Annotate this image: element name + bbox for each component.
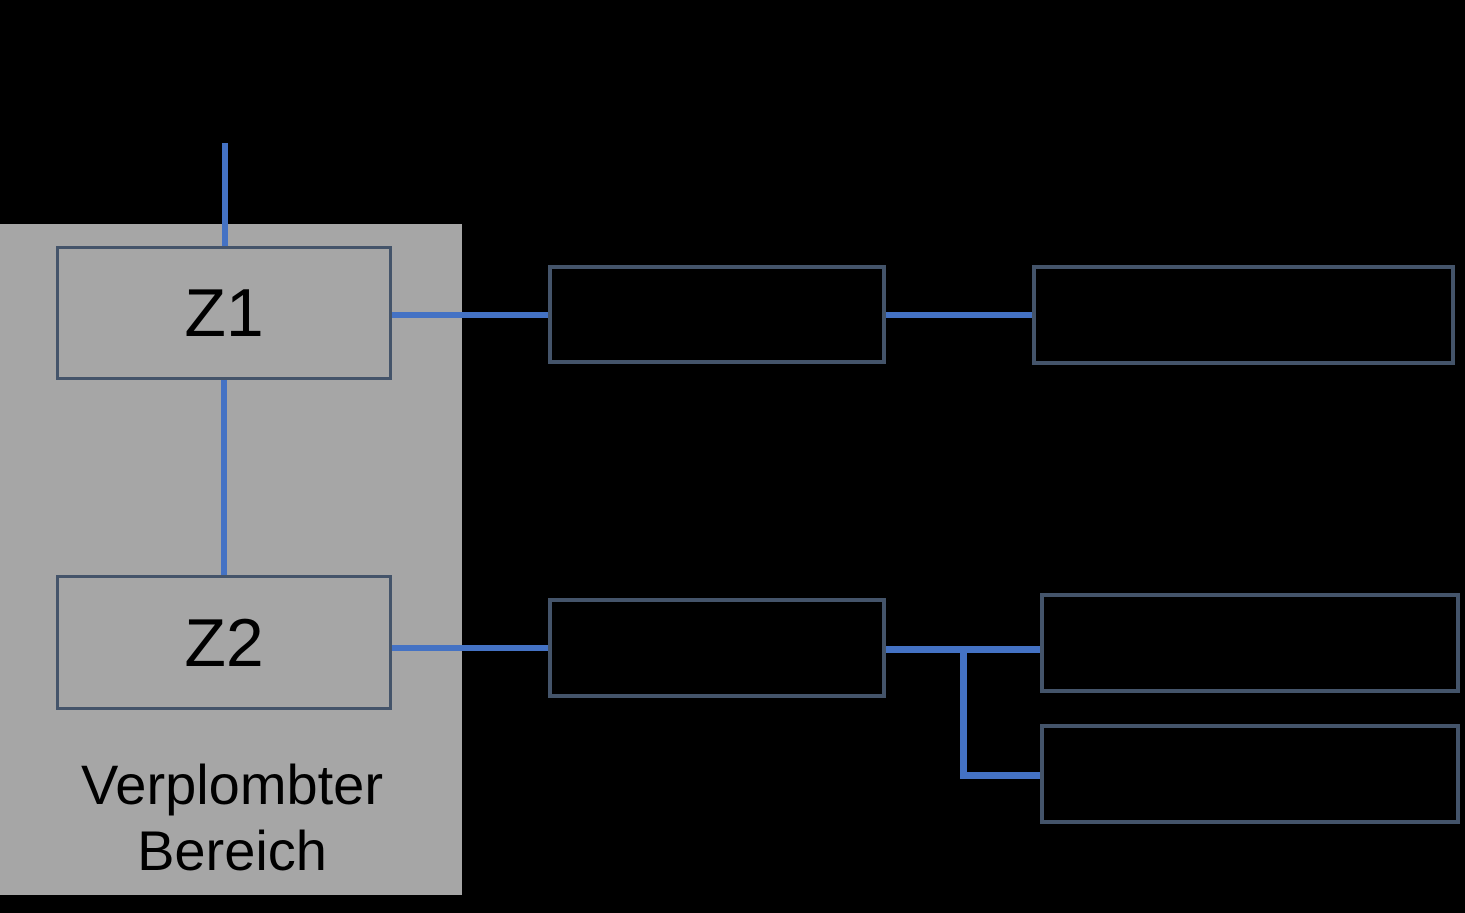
node-z1: Z1 <box>56 246 392 380</box>
connector-branch-vertical <box>960 646 967 779</box>
sealed-area-caption-line2: Bereich <box>137 819 327 882</box>
sealed-area-caption: Verplombter Bereich <box>32 752 432 884</box>
connector-top-into-z1 <box>222 143 228 246</box>
sealed-area-region <box>0 224 462 895</box>
node-row2-box2b <box>1040 724 1460 824</box>
sealed-area-caption-line1: Verplombter <box>81 753 383 816</box>
node-row2-box2a <box>1040 593 1460 693</box>
connector-row1-box1-to-box2 <box>886 312 1032 318</box>
node-z2-label: Z2 <box>184 604 264 681</box>
connector-z2-to-row2-box1 <box>392 645 548 651</box>
node-row1-box2 <box>1032 265 1455 365</box>
connector-z1-to-z2 <box>221 380 227 575</box>
connector-branch-to-box2b <box>960 772 1040 779</box>
node-row1-box1 <box>548 265 886 364</box>
node-z1-label: Z1 <box>184 275 264 351</box>
node-row2-box1 <box>548 598 886 698</box>
node-z2: Z2 <box>56 575 392 710</box>
connector-z1-to-row1-box1 <box>392 312 548 318</box>
